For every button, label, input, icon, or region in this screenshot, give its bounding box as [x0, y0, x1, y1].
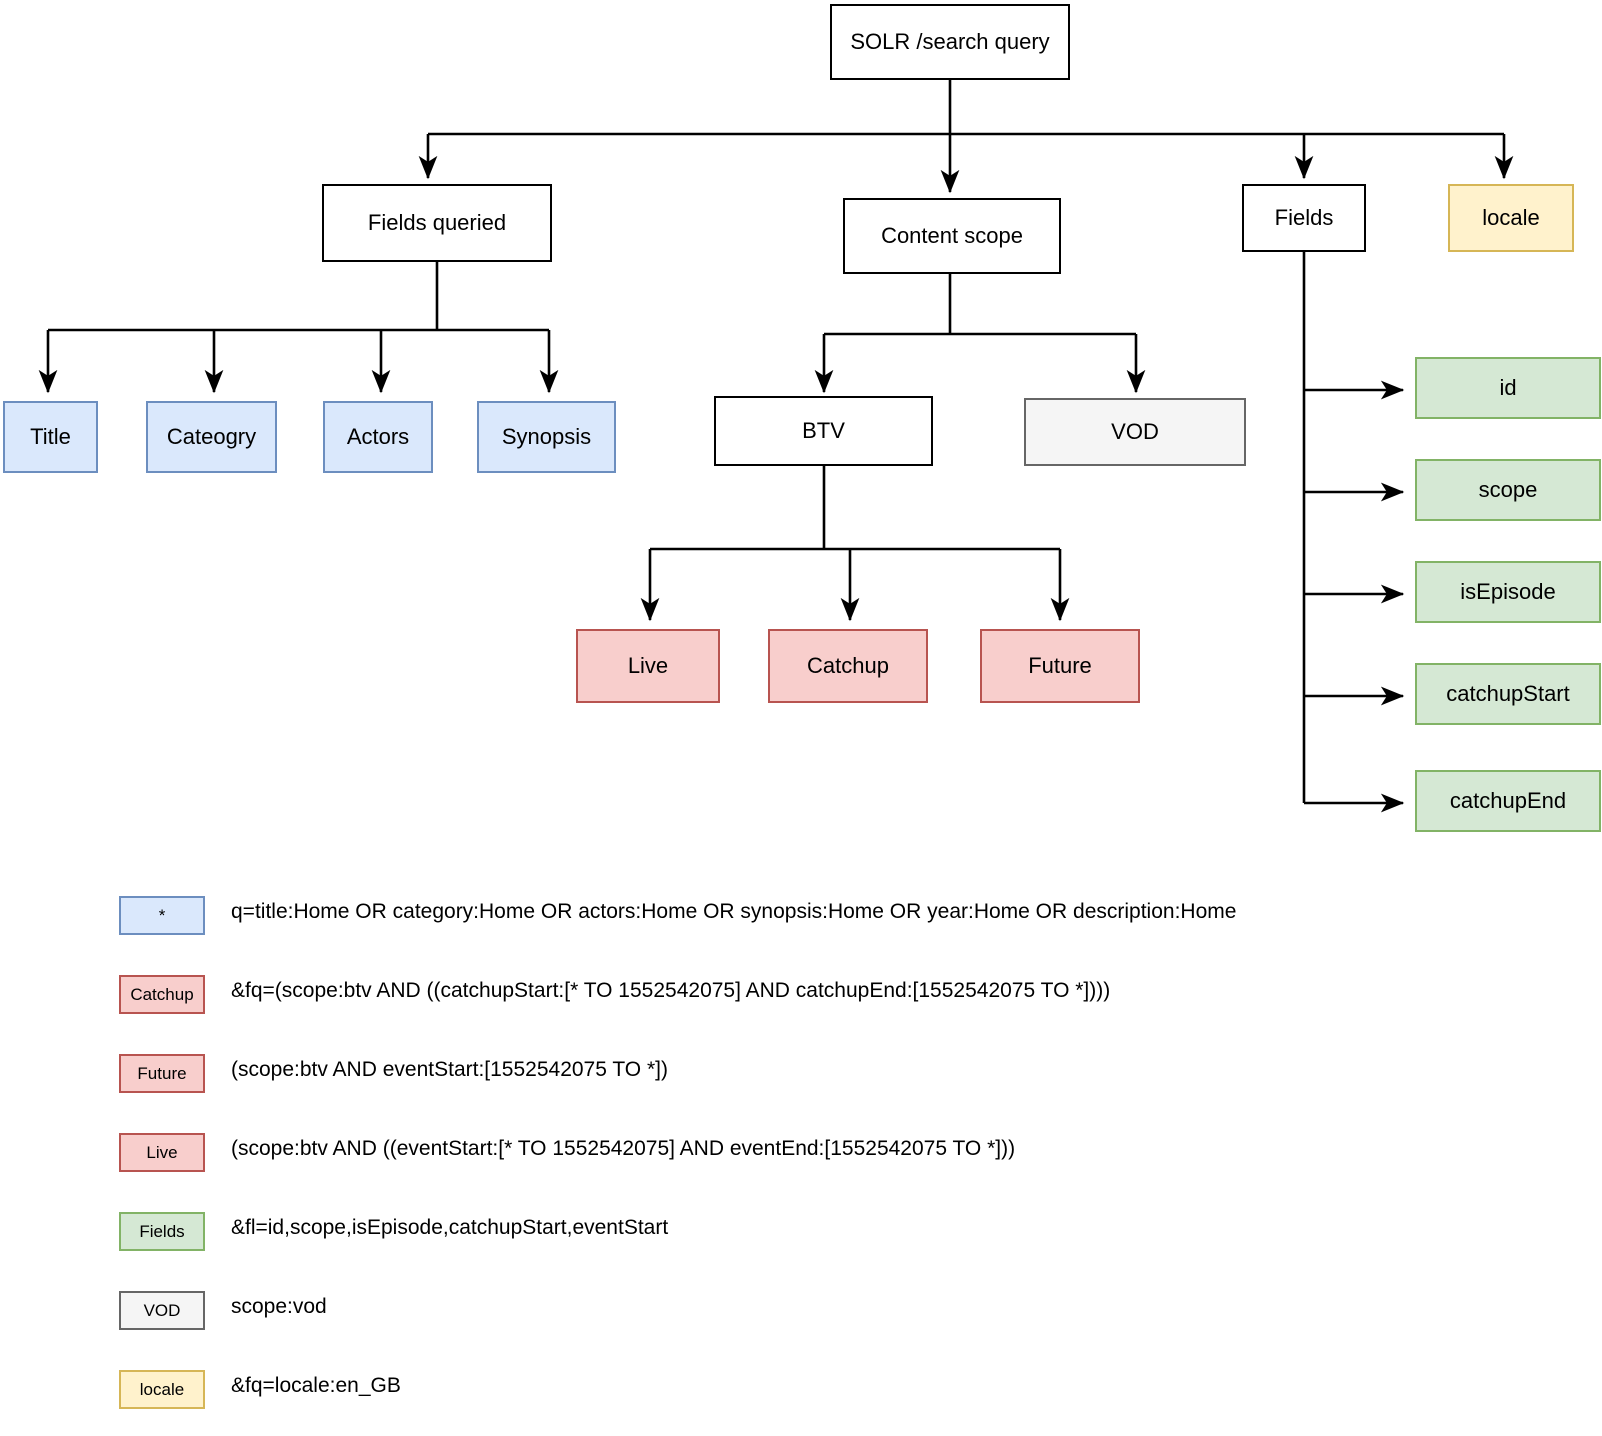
legend-swatch-future[interactable]: Future — [119, 1054, 205, 1093]
node-id[interactable]: id — [1415, 357, 1601, 419]
node-live[interactable]: Live — [576, 629, 720, 703]
node-content-scope-label: Content scope — [881, 223, 1023, 249]
legend-text: q=title:Home OR category:Home OR actors:… — [231, 900, 1237, 923]
legend-swatch-label: Catchup — [130, 984, 194, 1004]
legend-swatch-live[interactable]: Live — [119, 1133, 205, 1172]
legend-text: (scope:btv AND ((eventStart:[* TO 155254… — [231, 1137, 1016, 1160]
legend: * q=title:Home OR category:Home OR actor… — [0, 880, 1602, 1433]
node-scope[interactable]: scope — [1415, 459, 1601, 521]
legend-swatch-label: Live — [146, 1142, 178, 1162]
node-title[interactable]: Title — [3, 401, 98, 473]
node-root-label: SOLR /search query — [850, 29, 1050, 55]
node-live-label: Live — [627, 653, 669, 679]
node-scope-label: scope — [1478, 477, 1538, 503]
legend-row: VOD scope:vod — [0, 1275, 1602, 1354]
node-btv[interactable]: BTV — [714, 396, 933, 466]
legend-swatch-locale[interactable]: locale — [119, 1370, 205, 1409]
node-synopsis-label: Synopsis — [501, 424, 592, 450]
node-btv-label: BTV — [802, 418, 845, 444]
legend-row: Fields &fl=id,scope,isEpisode,catchupSta… — [0, 1196, 1602, 1275]
node-vod[interactable]: VOD — [1024, 398, 1246, 466]
legend-text: &fq=(scope:btv AND ((catchupStart:[* TO … — [231, 979, 1111, 1002]
node-future-label: Future — [1028, 653, 1092, 679]
legend-swatch-label: Future — [137, 1063, 187, 1083]
node-actors[interactable]: Actors — [323, 401, 433, 473]
legend-swatch-vod[interactable]: VOD — [119, 1291, 205, 1330]
node-catchup[interactable]: Catchup — [768, 629, 928, 703]
node-isepisode-label: isEpisode — [1460, 579, 1556, 605]
legend-swatch-label: locale — [139, 1379, 185, 1399]
node-content-scope[interactable]: Content scope — [843, 198, 1061, 274]
node-catchupstart-label: catchupStart — [1446, 681, 1570, 707]
legend-text: &fq=locale:en_GB — [231, 1374, 401, 1397]
node-catchupend[interactable]: catchupEnd — [1415, 770, 1601, 832]
node-actors-label: Actors — [346, 424, 410, 450]
node-root[interactable]: SOLR /search query — [830, 4, 1070, 80]
node-cateogry-label: Cateogry — [166, 424, 257, 450]
node-locale-label: locale — [1482, 205, 1540, 231]
node-fields-queried-label: Fields queried — [367, 210, 507, 236]
node-catchupstart[interactable]: catchupStart — [1415, 663, 1601, 725]
legend-swatch-label: Fields — [139, 1221, 185, 1241]
legend-swatch-catchup[interactable]: Catchup — [119, 975, 205, 1014]
legend-row: Live (scope:btv AND ((eventStart:[* TO 1… — [0, 1117, 1602, 1196]
node-catchup-label: Catchup — [807, 653, 889, 679]
legend-row: locale &fq=locale:en_GB — [0, 1354, 1602, 1433]
legend-swatch-label: * — [158, 905, 166, 925]
node-locale[interactable]: locale — [1448, 184, 1574, 252]
legend-text: scope:vod — [231, 1295, 327, 1318]
legend-text: &fl=id,scope,isEpisode,catchupStart,even… — [231, 1216, 669, 1239]
legend-row: Future (scope:btv AND eventStart:[155254… — [0, 1038, 1602, 1117]
legend-swatch-any[interactable]: * — [119, 896, 205, 935]
node-fields-label: Fields — [1274, 205, 1334, 231]
node-fields-queried[interactable]: Fields queried — [322, 184, 552, 262]
node-cateogry[interactable]: Cateogry — [146, 401, 277, 473]
node-future[interactable]: Future — [980, 629, 1140, 703]
node-id-label: id — [1499, 375, 1517, 401]
node-fields[interactable]: Fields — [1242, 184, 1366, 252]
legend-swatch-fields[interactable]: Fields — [119, 1212, 205, 1251]
node-title-label: Title — [30, 424, 71, 450]
legend-text: (scope:btv AND eventStart:[1552542075 TO… — [231, 1058, 668, 1081]
legend-row: Catchup &fq=(scope:btv AND ((catchupStar… — [0, 959, 1602, 1038]
node-isepisode[interactable]: isEpisode — [1415, 561, 1601, 623]
legend-swatch-label: VOD — [143, 1300, 181, 1320]
legend-row: * q=title:Home OR category:Home OR actor… — [0, 880, 1602, 959]
node-catchupend-label: catchupEnd — [1449, 788, 1567, 814]
node-synopsis[interactable]: Synopsis — [477, 401, 616, 473]
node-vod-label: VOD — [1111, 419, 1159, 445]
